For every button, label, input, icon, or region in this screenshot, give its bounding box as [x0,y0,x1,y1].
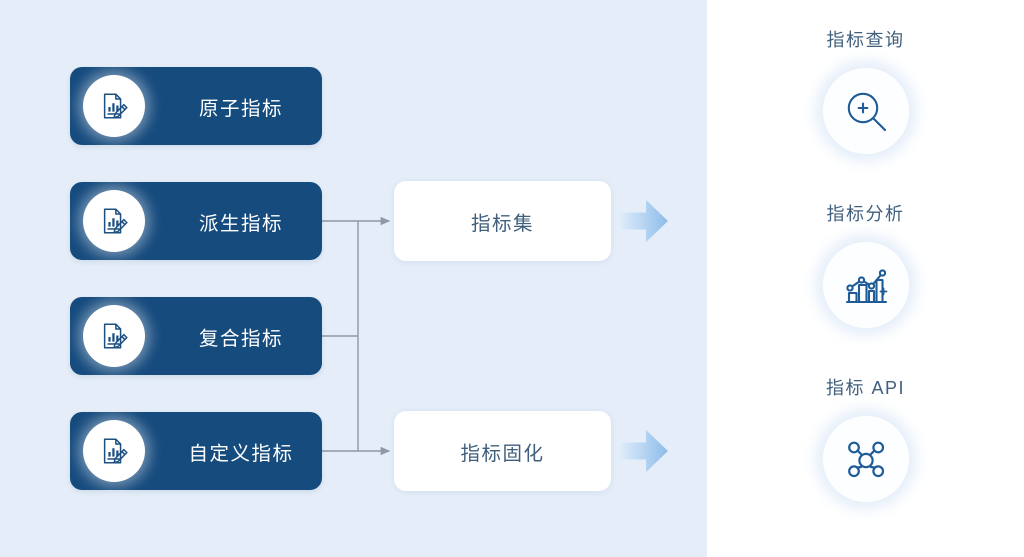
feature-label: 指标查询 [826,30,905,50]
feature-metric-query[interactable]: 指标查询 [707,28,1024,155]
feature-metric-api[interactable]: 指标 API [707,376,1024,503]
feature-metric-analysis[interactable]: 指标分析 [707,202,1024,329]
pipeline-panel: 原子指标 派生指标 [0,0,707,557]
stage-card-label: 指标固化 [460,442,545,465]
stage-card-metric-freeze[interactable]: 指标固化 [394,411,611,491]
source-card-label: 原子指标 [198,97,283,120]
magnifier-plus-icon [821,67,910,155]
source-card-label: 自定义指标 [188,442,294,465]
document-chart-edit-icon [83,75,145,137]
right-arrow-icon [620,430,668,472]
stage-card-metric-set[interactable]: 指标集 [394,181,611,261]
node-network-icon [821,415,910,503]
document-chart-edit-icon [83,190,145,252]
feature-label: 指标分析 [826,204,905,224]
feature-label: 指标 API [825,378,905,398]
source-card-atom[interactable]: 原子指标 [70,67,322,145]
source-card-derive[interactable]: 派生指标 [70,182,322,260]
source-card-custom[interactable]: 自定义指标 [70,412,322,490]
stage-card-label: 指标集 [470,212,534,235]
source-card-label: 复合指标 [198,327,283,350]
source-card-label: 派生指标 [198,212,283,235]
source-card-compose[interactable]: 复合指标 [70,297,322,375]
right-arrow-icon [620,200,668,242]
document-chart-edit-icon [83,305,145,367]
bar-line-chart-icon [821,241,910,329]
features-panel: 指标查询 指标分析 [707,0,1024,557]
document-chart-edit-icon [83,420,145,482]
